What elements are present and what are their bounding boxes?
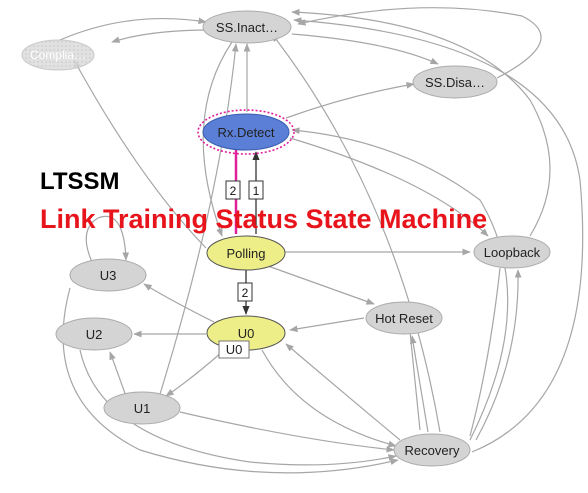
edge-recovery-rxdetect: [291, 127, 509, 441]
edge-label-rx-polling: 2: [225, 180, 241, 200]
svg-text:SS.Disa…: SS.Disa…: [425, 75, 485, 90]
edge-u1-ssinactive: [159, 43, 239, 395]
svg-text:1: 1: [253, 184, 260, 198]
edge-ssinactive-ssdisabled: [291, 33, 439, 65]
edge-recovery-ssinactive: [271, 33, 441, 433]
edge-rxdetect-loopback: [289, 137, 489, 237]
svg-text:Polling: Polling: [226, 246, 265, 261]
edge-loopback-ssinactive: [291, 8, 551, 237]
diagram-title: LTSSM: [40, 168, 120, 195]
edge-u3-loop: [85, 215, 130, 263]
svg-text:U0: U0: [226, 342, 243, 357]
state-rx-detect[interactable]: Rx.Detect: [197, 109, 295, 155]
svg-text:U3: U3: [100, 268, 117, 283]
state-u3[interactable]: U3: [69, 258, 147, 292]
edge-u0-u1: [165, 351, 223, 397]
edge-polling-hotreset: [267, 265, 375, 305]
svg-text:U2: U2: [86, 327, 103, 342]
edge-u1-recovery: [179, 411, 395, 453]
edge-recovery-loopback: [475, 269, 522, 441]
state-recovery[interactable]: Recovery: [393, 433, 471, 467]
svg-text:2: 2: [242, 286, 249, 300]
state-ss-inactive[interactable]: SS.Inact…: [202, 10, 292, 44]
edge-u3-recovery: [62, 287, 399, 474]
edge-label-polling-rx: 1: [248, 180, 264, 200]
edge-ssinactive-compliance: [111, 29, 211, 43]
edge-u0-recovery: [261, 349, 397, 448]
state-compliance[interactable]: Complia…: [21, 39, 95, 71]
edge-label-polling-u0: 2: [237, 282, 253, 302]
edge-polling-ssinactive-diag: [73, 59, 207, 249]
svg-text:Rx.Detect: Rx.Detect: [217, 125, 274, 140]
state-ss-disabled[interactable]: SS.Disa…: [412, 65, 498, 99]
state-loopback[interactable]: Loopback: [473, 235, 551, 269]
edge-ssdisabled-ssinactive: [297, 7, 542, 79]
state-polling[interactable]: Polling: [206, 235, 286, 271]
edge-recovery-ssinactive-outer: [293, 17, 584, 453]
state-u1[interactable]: U1: [103, 391, 181, 425]
state-u2[interactable]: U2: [55, 317, 133, 351]
edge-rxdetect-ssdisabled: [285, 81, 415, 119]
edge-loopback-recovery: [469, 267, 501, 437]
svg-text:U1: U1: [134, 401, 151, 416]
svg-text:2: 2: [230, 184, 237, 198]
transition-edges: [59, 7, 584, 474]
edge-u2-recovery: [79, 349, 397, 466]
svg-text:SS.Inact…: SS.Inact…: [216, 20, 278, 35]
edge-u1-u2: [109, 351, 127, 397]
edge-hotreset-u0: [289, 317, 365, 333]
svg-text:Recovery: Recovery: [405, 443, 460, 458]
edge-recovery-u0: [285, 343, 401, 441]
edge-compliance-ssinactive: [59, 17, 207, 41]
svg-text:Complia…: Complia…: [30, 48, 86, 62]
svg-text:Hot Reset: Hot Reset: [375, 311, 433, 326]
diagram-subtitle: Link Training Status State Machine: [40, 204, 488, 234]
node-tooltip: U0: [218, 340, 250, 359]
edge-hotreset-recovery: [409, 331, 421, 431]
svg-text:U0: U0: [238, 326, 255, 341]
edge-u0-u3: [143, 283, 215, 323]
svg-text:Loopback: Loopback: [484, 245, 541, 260]
state-hot-reset[interactable]: Hot Reset: [365, 301, 443, 335]
edge-recovery-hotreset: [409, 335, 429, 433]
